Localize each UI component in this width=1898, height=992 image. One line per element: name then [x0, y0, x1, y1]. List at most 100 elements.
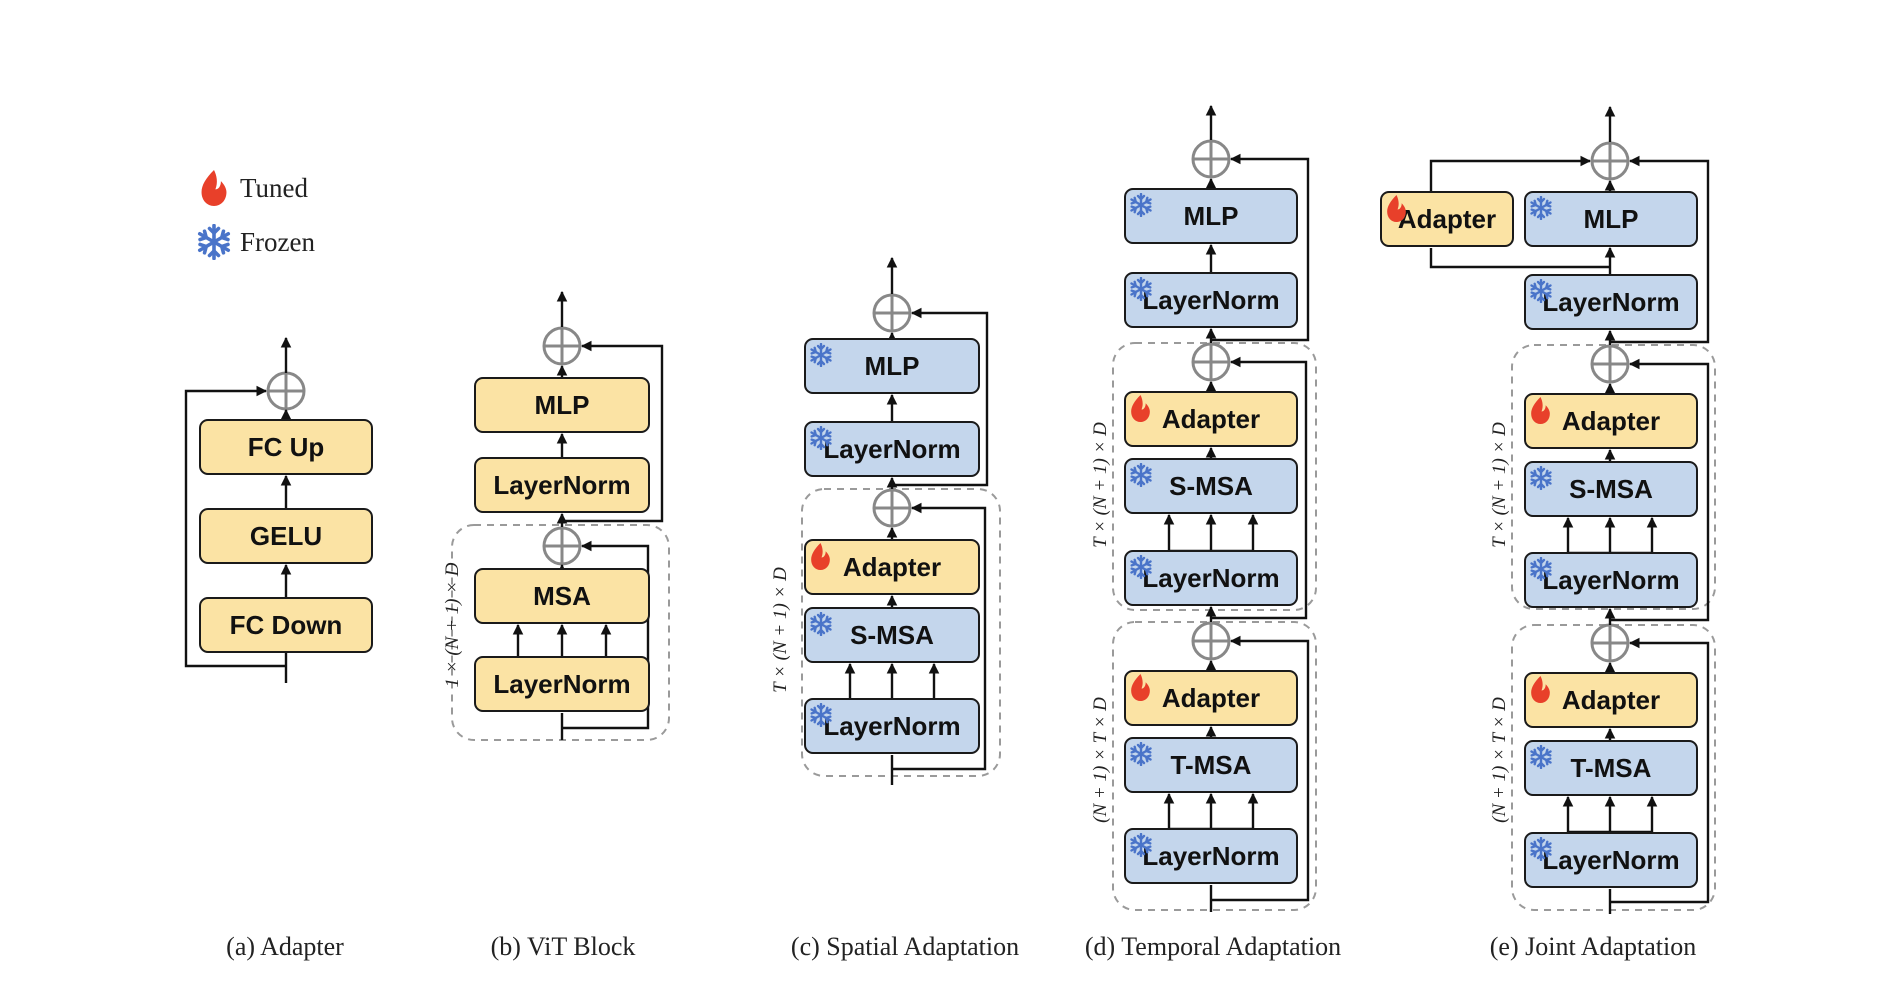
e-layernorm-1-block: LayerNorm: [1524, 274, 1698, 330]
b-dim-label: 1 × (N + 1) × D: [442, 562, 463, 688]
e-smsa-block: S-MSA: [1524, 461, 1698, 517]
snowflake-icon: [809, 426, 833, 450]
adapter-branch-in: [1429, 248, 1610, 269]
snowflake-icon: [1529, 196, 1553, 220]
e-layernorm-3-block: LayerNorm: [1524, 832, 1698, 888]
a-fc-down-label: FC Down: [229, 609, 343, 640]
e-layernorm-3-label: LayerNorm: [1542, 844, 1680, 875]
e-adapter-2-block: Adapter: [1524, 672, 1698, 728]
snowflake-icon: [1529, 837, 1553, 861]
a-fc-up-label: FC Up: [247, 431, 325, 462]
snowflake-icon: [1129, 277, 1153, 301]
snowflake-icon: [1129, 742, 1153, 766]
adapter-branch-out: [1429, 155, 1592, 191]
skip-connection: [892, 502, 987, 771]
c-smsa-block: S-MSA: [804, 607, 980, 663]
legend: Tuned Frozen: [196, 168, 315, 276]
d-adapter-2-block: Adapter: [1124, 670, 1298, 726]
d-smsa-block: S-MSA: [1124, 458, 1298, 514]
d-smsa-label: S-MSA: [1169, 470, 1253, 501]
snowflake-icon: [1529, 557, 1553, 581]
snowflake-icon: [1129, 833, 1153, 857]
e-mlp-label: MLP: [1583, 203, 1639, 234]
d-adapter-1-label: Adapter: [1161, 403, 1261, 434]
skip-connection: [1211, 635, 1310, 902]
d-adapter-2-label: Adapter: [1161, 682, 1261, 713]
b-mlp-label: MLP: [534, 389, 590, 420]
b-layernorm-bottom-label: LayerNorm: [493, 668, 631, 699]
fire-icon: [1386, 195, 1407, 222]
caption-a: (a) Adapter: [226, 932, 344, 961]
b-mlp-block: MLP: [474, 377, 650, 433]
fire-icon: [201, 170, 227, 206]
e-adapter-2-label: Adapter: [1561, 684, 1661, 715]
e-dim-top-label: T × (N + 1) × D: [1489, 422, 1510, 548]
b-msa-block: MSA: [474, 568, 650, 624]
fire-icon: [1530, 397, 1551, 424]
caption-c: (c) Spatial Adaptation: [790, 932, 1020, 961]
snowflake-icon: [1129, 463, 1153, 487]
d-mlp-block: MLP: [1124, 188, 1298, 244]
e-adapter-1-block: Adapter: [1524, 393, 1698, 449]
snowflake-icon: [1129, 193, 1153, 217]
d-layernorm-1-block: LayerNorm: [1124, 272, 1298, 328]
legend-tuned: Tuned: [196, 168, 315, 208]
skip-connection: [562, 540, 650, 730]
e-layernorm-2-block: LayerNorm: [1524, 552, 1698, 608]
d-layernorm-2-block: LayerNorm: [1124, 550, 1298, 606]
skip-connection: [1211, 356, 1308, 620]
d-tmsa-label: T-MSA: [1170, 749, 1252, 780]
e-mlp-block: MLP: [1524, 191, 1698, 247]
skip-connection: [562, 340, 664, 523]
d-tmsa-block: T-MSA: [1124, 737, 1298, 793]
e-adapter-top-block: Adapter: [1380, 191, 1514, 247]
e-adapter-1-label: Adapter: [1561, 405, 1661, 436]
d-layernorm-1-label: LayerNorm: [1142, 284, 1280, 315]
snowflake-icon: [1529, 466, 1553, 490]
b-layernorm-bottom-block: LayerNorm: [474, 656, 650, 712]
legend-frozen: Frozen: [196, 222, 315, 262]
fire-icon: [810, 543, 831, 570]
c-adapter-block: Adapter: [804, 539, 980, 595]
d-layernorm-2-label: LayerNorm: [1142, 562, 1280, 593]
skip-connection: [1610, 155, 1710, 344]
e-layernorm-1-label: LayerNorm: [1542, 286, 1680, 317]
c-dim-label: T × (N + 1) × D: [770, 567, 791, 693]
caption-d: (d) Temporal Adaptation: [1084, 932, 1342, 961]
skip-connection: [1211, 153, 1310, 342]
d-dim-top-label: T × (N + 1) × D: [1090, 422, 1111, 548]
caption-e: (e) Joint Adaptation: [1489, 932, 1697, 961]
e-dim-bottom-label: (N + 1) × T × D: [1489, 697, 1510, 823]
fire-icon: [1130, 674, 1151, 701]
b-layernorm-top-block: LayerNorm: [474, 457, 650, 513]
d-dim-bottom-label: (N + 1) × T × D: [1090, 697, 1111, 823]
a-gelu-block: GELU: [199, 508, 373, 564]
e-tmsa-label: T-MSA: [1570, 752, 1652, 783]
snowflake-icon: [809, 343, 833, 367]
d-layernorm-3-block: LayerNorm: [1124, 828, 1298, 884]
c-mlp-label: MLP: [864, 350, 920, 381]
c-layernorm-top-label: LayerNorm: [823, 433, 961, 464]
b-msa-label: MSA: [533, 580, 591, 611]
skip-connection: [892, 307, 989, 487]
b-layernorm-top-label: LayerNorm: [493, 469, 631, 500]
c-layernorm-top-block: LayerNorm: [804, 421, 980, 477]
c-adapter-label: Adapter: [842, 551, 942, 582]
snowflake-icon: [1529, 279, 1553, 303]
fire-icon: [1530, 676, 1551, 703]
d-layernorm-3-label: LayerNorm: [1142, 840, 1280, 871]
snowflake-icon: [197, 224, 231, 260]
b-dashed-group: [451, 524, 670, 741]
skip-connection: [184, 385, 286, 668]
c-layernorm-bottom-block: LayerNorm: [804, 698, 980, 754]
d-mlp-label: MLP: [1183, 200, 1239, 231]
c-mlp-block: MLP: [804, 338, 980, 394]
caption-b: (b) ViT Block: [490, 932, 636, 961]
a-gelu-label: GELU: [249, 520, 323, 551]
snowflake-icon: [809, 703, 833, 727]
e-adapter-top-label: Adapter: [1397, 203, 1497, 234]
c-smsa-label: S-MSA: [850, 619, 934, 650]
skip-connection: [1610, 358, 1710, 622]
